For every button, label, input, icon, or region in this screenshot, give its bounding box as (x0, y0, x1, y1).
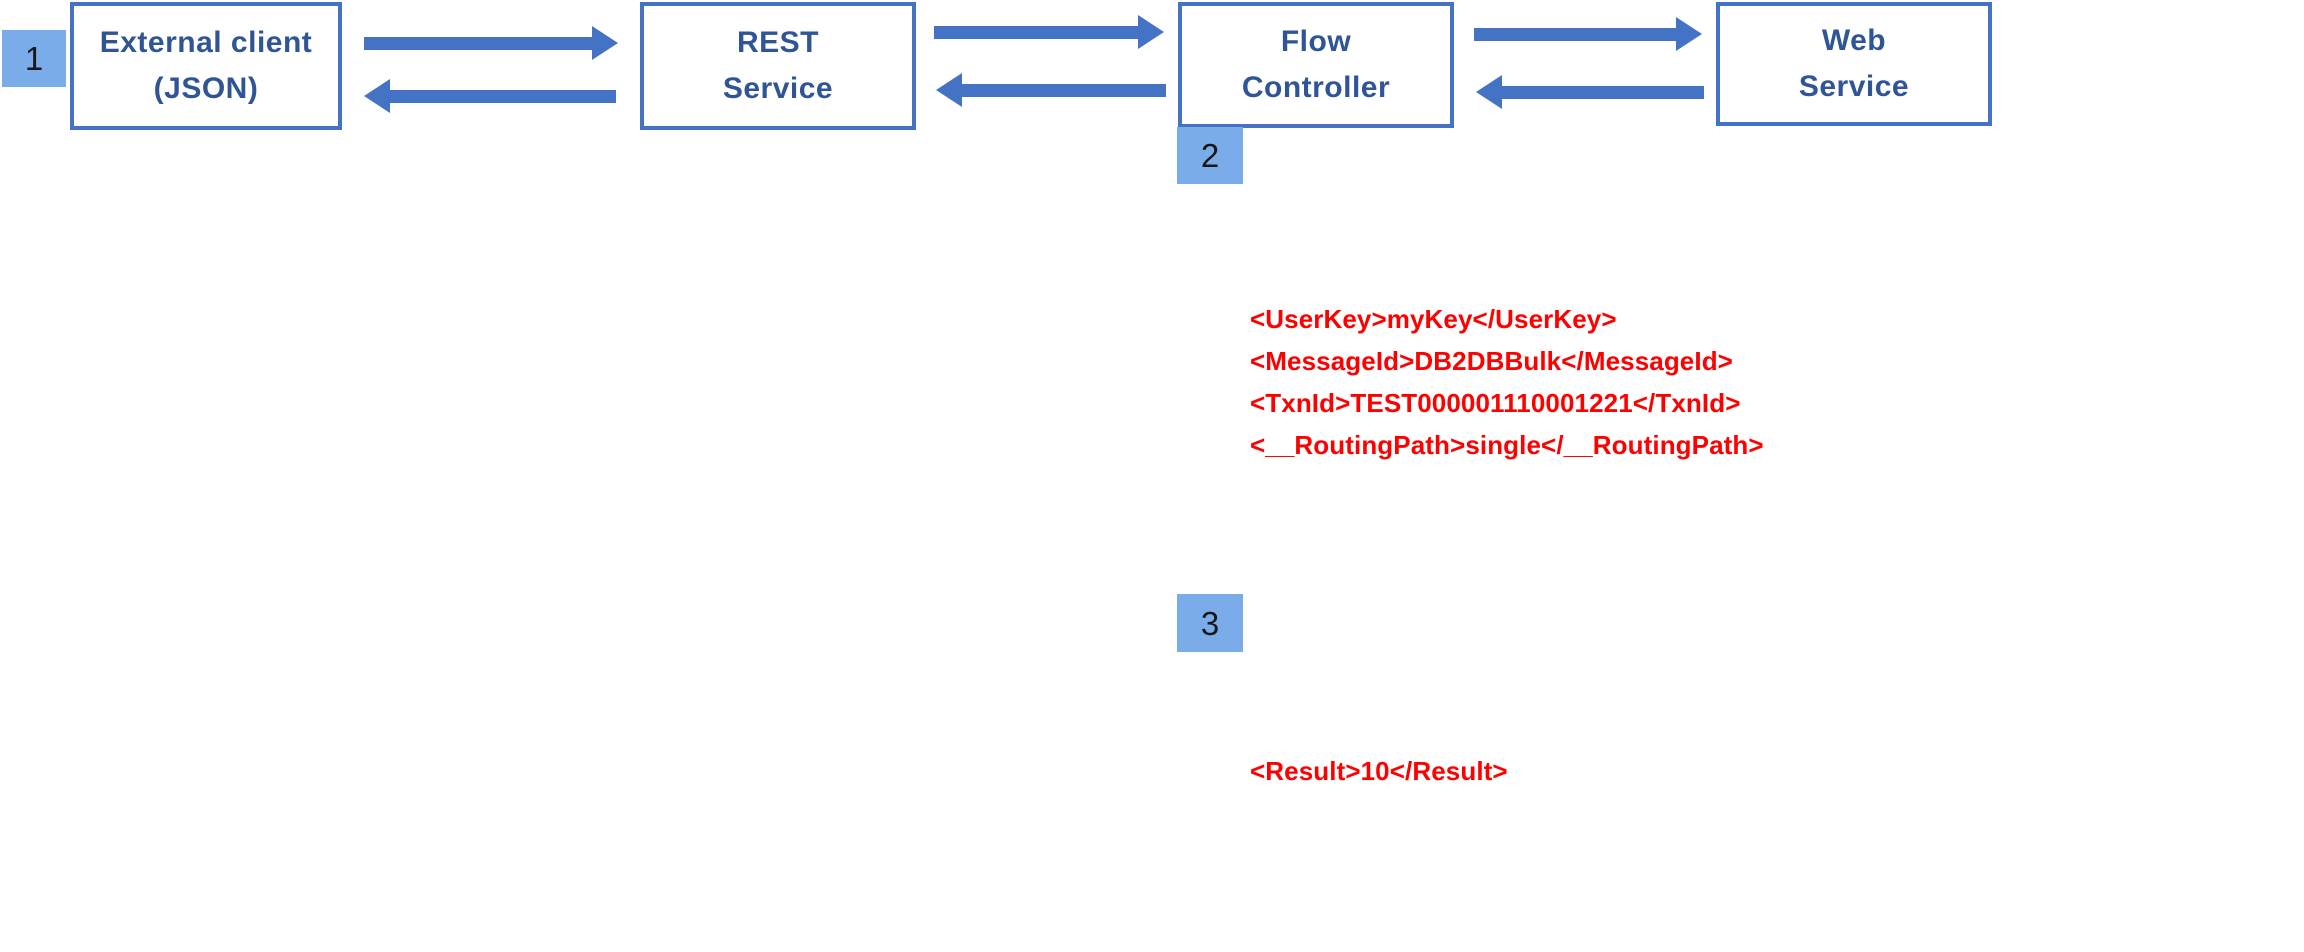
step-badge-1-label: 1 (24, 40, 44, 77)
annotation-line-routingpath: <__RoutingPath>single</__RoutingPath> (1250, 430, 1764, 461)
arrow-head-left-icon (936, 73, 962, 107)
arrow-head-left-icon (364, 79, 390, 113)
step-badge-1[interactable]: 1 (2, 30, 66, 87)
annotation-request-payload: <UserKey>myKey</UserKey> <MessageId>DB2D… (1250, 298, 1764, 466)
node-rest-service-line2: Service (722, 72, 834, 105)
arrow-shaft (364, 37, 594, 50)
arrow-head-right-icon (1676, 17, 1702, 51)
arrow-head-right-icon (592, 26, 618, 60)
arrow-head-right-icon (1138, 15, 1164, 49)
node-external-client-line2: (JSON) (153, 72, 259, 105)
annotation-line-result: <Result>10</Result> (1250, 756, 1508, 786)
node-flow-controller[interactable]: Flow Controller (1178, 2, 1454, 128)
arrow-head-left-icon (1476, 75, 1502, 109)
arrow-shaft (960, 84, 1166, 97)
step-badge-3[interactable]: 3 (1177, 594, 1243, 652)
arrow-shaft (388, 90, 616, 103)
node-external-client-line1: External client (99, 25, 313, 59)
node-web-service-line1: Web (1821, 23, 1887, 57)
node-flow-controller-line1: Flow (1280, 24, 1352, 58)
node-rest-service-line1: REST (736, 25, 819, 59)
step-badge-2-label: 2 (1200, 137, 1220, 174)
node-web-service-line2: Service (1798, 70, 1910, 103)
node-web-service[interactable]: Web Service (1716, 2, 1992, 126)
annotation-line-messageid: <MessageId>DB2DBBulk</MessageId> (1250, 346, 1733, 377)
node-external-client[interactable]: External client (JSON) (70, 2, 342, 130)
node-flow-controller-line2: Controller (1241, 71, 1391, 104)
arrow-shaft (1500, 86, 1704, 99)
annotation-response-payload: <Result>10</Result> (1250, 750, 1508, 792)
step-badge-3-label: 3 (1200, 604, 1220, 642)
annotation-line-userkey: <UserKey>myKey</UserKey> (1250, 304, 1617, 334)
arrow-shaft (1474, 28, 1678, 41)
annotation-line-txnid: <TxnId>TEST000001110001221</TxnId> (1250, 388, 1741, 419)
node-rest-service[interactable]: REST Service (640, 2, 916, 130)
arrow-shaft (934, 26, 1140, 39)
step-badge-2[interactable]: 2 (1177, 127, 1243, 184)
